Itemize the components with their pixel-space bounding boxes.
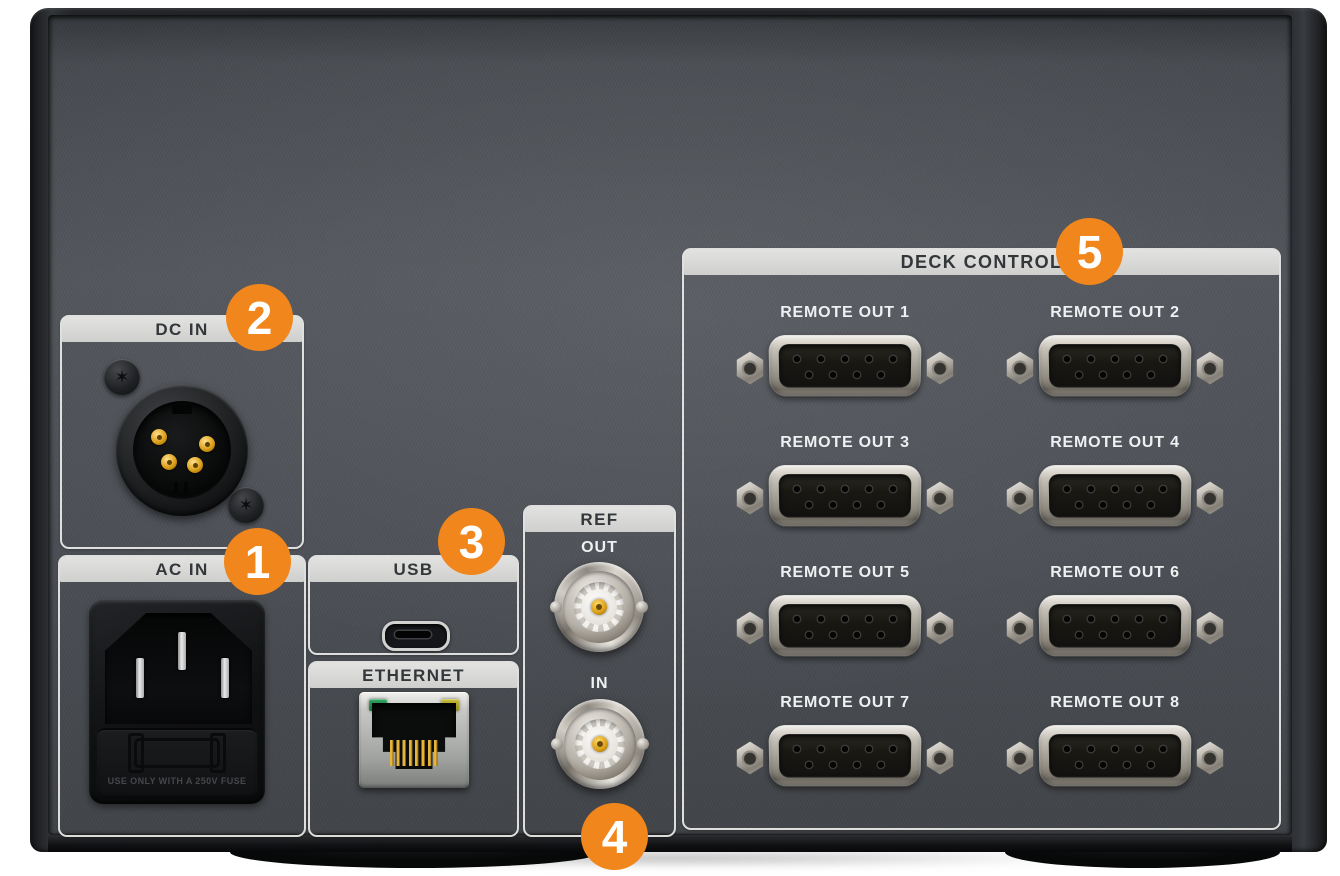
iec-prong [136,658,144,698]
callout-badge-3: 3 [438,508,505,575]
ethernet-section: ETHERNET [308,661,519,837]
db9-serial-connector [1000,725,1230,791]
torx-screw-icon [228,487,264,523]
remote-out-4-port: REMOTE OUT 4 [1000,433,1230,531]
callout-badge-5: 5 [1056,218,1123,285]
remote-out-1-label: REMOTE OUT 1 [780,304,910,321]
fuse-warning-text: USE ONLY WITH A 250V FUSE [107,776,247,786]
remote-out-4-label: REMOTE OUT 4 [1050,434,1180,451]
deck-control-section: DECK CONTROL [682,248,1281,830]
deck-control-label: DECK CONTROL [684,250,1279,275]
hex-standoff-icon [926,481,954,515]
hex-standoff-icon [1196,351,1224,385]
xlr-4pin-dc-connector [116,384,248,516]
ref-section: REF OUT IN [523,505,676,837]
xlr-pin [151,429,167,445]
remote-out-6-label: REMOTE OUT 6 [1050,564,1180,581]
remote-out-6-port: REMOTE OUT 6 [1000,563,1230,661]
bnc-center-pin [591,599,607,615]
bnc-ref-in-connector [551,699,649,789]
remote-out-7-port: REMOTE OUT 7 [730,693,960,791]
remote-out-3-label: REMOTE OUT 3 [780,434,910,451]
remote-out-7-label: REMOTE OUT 7 [780,694,910,711]
ac-in-section: AC IN USE ONLY WITH A 250V FUSE [58,555,306,837]
remote-out-2-port: REMOTE OUT 2 [1000,303,1230,401]
iec-prong [178,632,186,670]
remote-out-3-port: REMOTE OUT 3 [730,433,960,531]
torx-screw-icon [104,359,140,395]
xlr-pin [161,454,177,470]
hex-standoff-icon [1196,611,1224,645]
bnc-center-pin [592,736,608,752]
fuse-holder-outline [128,733,226,773]
iec-c14-power-inlet: USE ONLY WITH A 250V FUSE [89,600,265,804]
hex-standoff-icon [1006,741,1034,775]
hex-standoff-icon [736,741,764,775]
db9-serial-connector [730,465,960,531]
xlr-keyway [172,405,192,414]
remote-out-2-label: REMOTE OUT 2 [1050,304,1180,321]
iec-prong [221,658,229,698]
hex-standoff-icon [926,351,954,385]
usb-c-port [382,621,450,651]
hex-standoff-icon [1006,481,1034,515]
db9-serial-connector [730,335,960,401]
db9-serial-connector [730,595,960,661]
hex-standoff-icon [736,611,764,645]
remote-out-8-port: REMOTE OUT 8 [1000,693,1230,791]
hex-standoff-icon [1006,351,1034,385]
db9-serial-connector [730,725,960,791]
bnc-ref-out-connector [550,562,648,652]
hex-standoff-icon [1196,481,1224,515]
callout-badge-4: 4 [581,803,648,870]
ethernet-label: ETHERNET [310,663,517,688]
db9-serial-connector [1000,465,1230,531]
ref-label: REF [525,507,674,532]
fuse-drawer: USE ONLY WITH A 250V FUSE [97,728,257,798]
hex-standoff-icon [926,741,954,775]
remote-out-5-label: REMOTE OUT 5 [780,564,910,581]
hex-standoff-icon [1006,611,1034,645]
remote-out-5-port: REMOTE OUT 5 [730,563,960,661]
remote-out-8-label: REMOTE OUT 8 [1050,694,1180,711]
xlr-pin [199,436,215,452]
hex-standoff-icon [736,481,764,515]
rj45-gold-pins [390,740,440,766]
hex-standoff-icon [1196,741,1224,775]
db9-serial-connector [1000,335,1230,401]
ref-out-label: OUT [581,539,618,556]
hex-standoff-icon [926,611,954,645]
hex-standoff-icon [736,351,764,385]
rj45-ethernet-port [359,692,469,788]
db9-serial-connector [1000,595,1230,661]
xlr-pin [187,457,203,473]
dc-in-section: DC IN [60,315,304,549]
callout-badge-2: 2 [226,284,293,351]
xlr-socket [133,401,231,499]
ref-in-label: IN [590,675,609,692]
chassis-bottom-edge [48,835,1292,852]
remote-out-1-port: REMOTE OUT 1 [730,303,960,401]
callout-badge-1: 1 [224,528,291,595]
